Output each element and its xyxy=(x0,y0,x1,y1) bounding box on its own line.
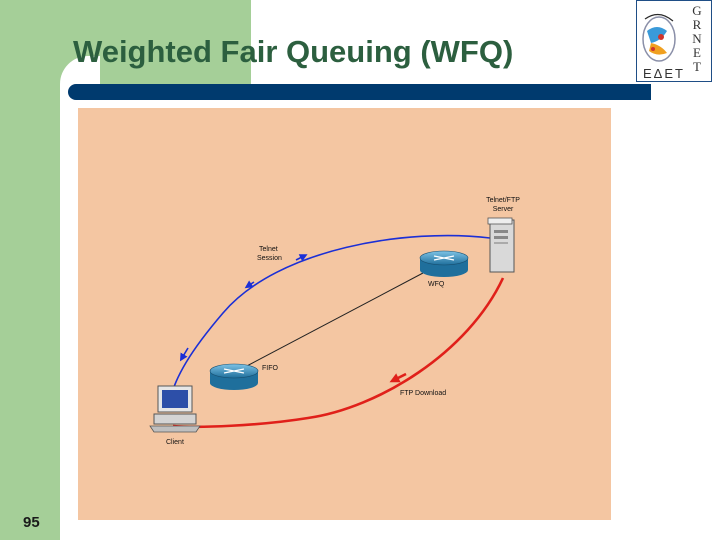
slide-title: Weighted Fair Queuing (WFQ) xyxy=(73,34,514,69)
server-label-line2: Server xyxy=(493,206,514,213)
ftp-arrow-icon xyxy=(389,372,407,383)
slide-number: 95 xyxy=(23,514,40,531)
fifo-label: FIFO xyxy=(262,365,278,372)
grnet-logo: G R N E T ΕΔΕΤ xyxy=(636,0,712,82)
telnet-arrow-icon xyxy=(295,254,308,262)
server-label-line1: Telnet/FTP xyxy=(486,197,520,204)
left-green-band xyxy=(0,0,60,540)
ftp-download-path xyxy=(172,277,505,429)
logo-letter-n: N xyxy=(692,31,702,46)
wfq-diagram: Telnet/FTP Server WFQ Telnet Session FIF… xyxy=(78,108,611,520)
logo-letter-g: G xyxy=(692,3,701,18)
server-icon xyxy=(487,217,515,273)
fifo-router-icon xyxy=(209,363,259,390)
client-computer-icon xyxy=(149,385,201,433)
router-link-line xyxy=(242,272,424,369)
logo-letter-e: E xyxy=(693,45,701,60)
telnet-arrow-icon-3 xyxy=(179,347,189,362)
client-label: Client xyxy=(166,439,184,446)
logo-letter-r: R xyxy=(693,17,702,32)
ftp-download-label: FTP Download xyxy=(400,390,446,397)
telnet-label-line2: Session xyxy=(257,255,282,262)
logo-globe-icon xyxy=(642,13,676,62)
wfq-label: WFQ xyxy=(428,281,445,288)
telnet-arrow-icon-2 xyxy=(244,280,255,289)
logo-bottom-text: ΕΔΕΤ xyxy=(643,66,685,81)
title-underline-bar xyxy=(68,84,651,100)
telnet-session-path xyxy=(167,234,491,409)
wfq-router-icon xyxy=(419,250,469,277)
telnet-label-line1: Telnet xyxy=(259,246,278,253)
logo-letter-t: T xyxy=(693,59,701,74)
